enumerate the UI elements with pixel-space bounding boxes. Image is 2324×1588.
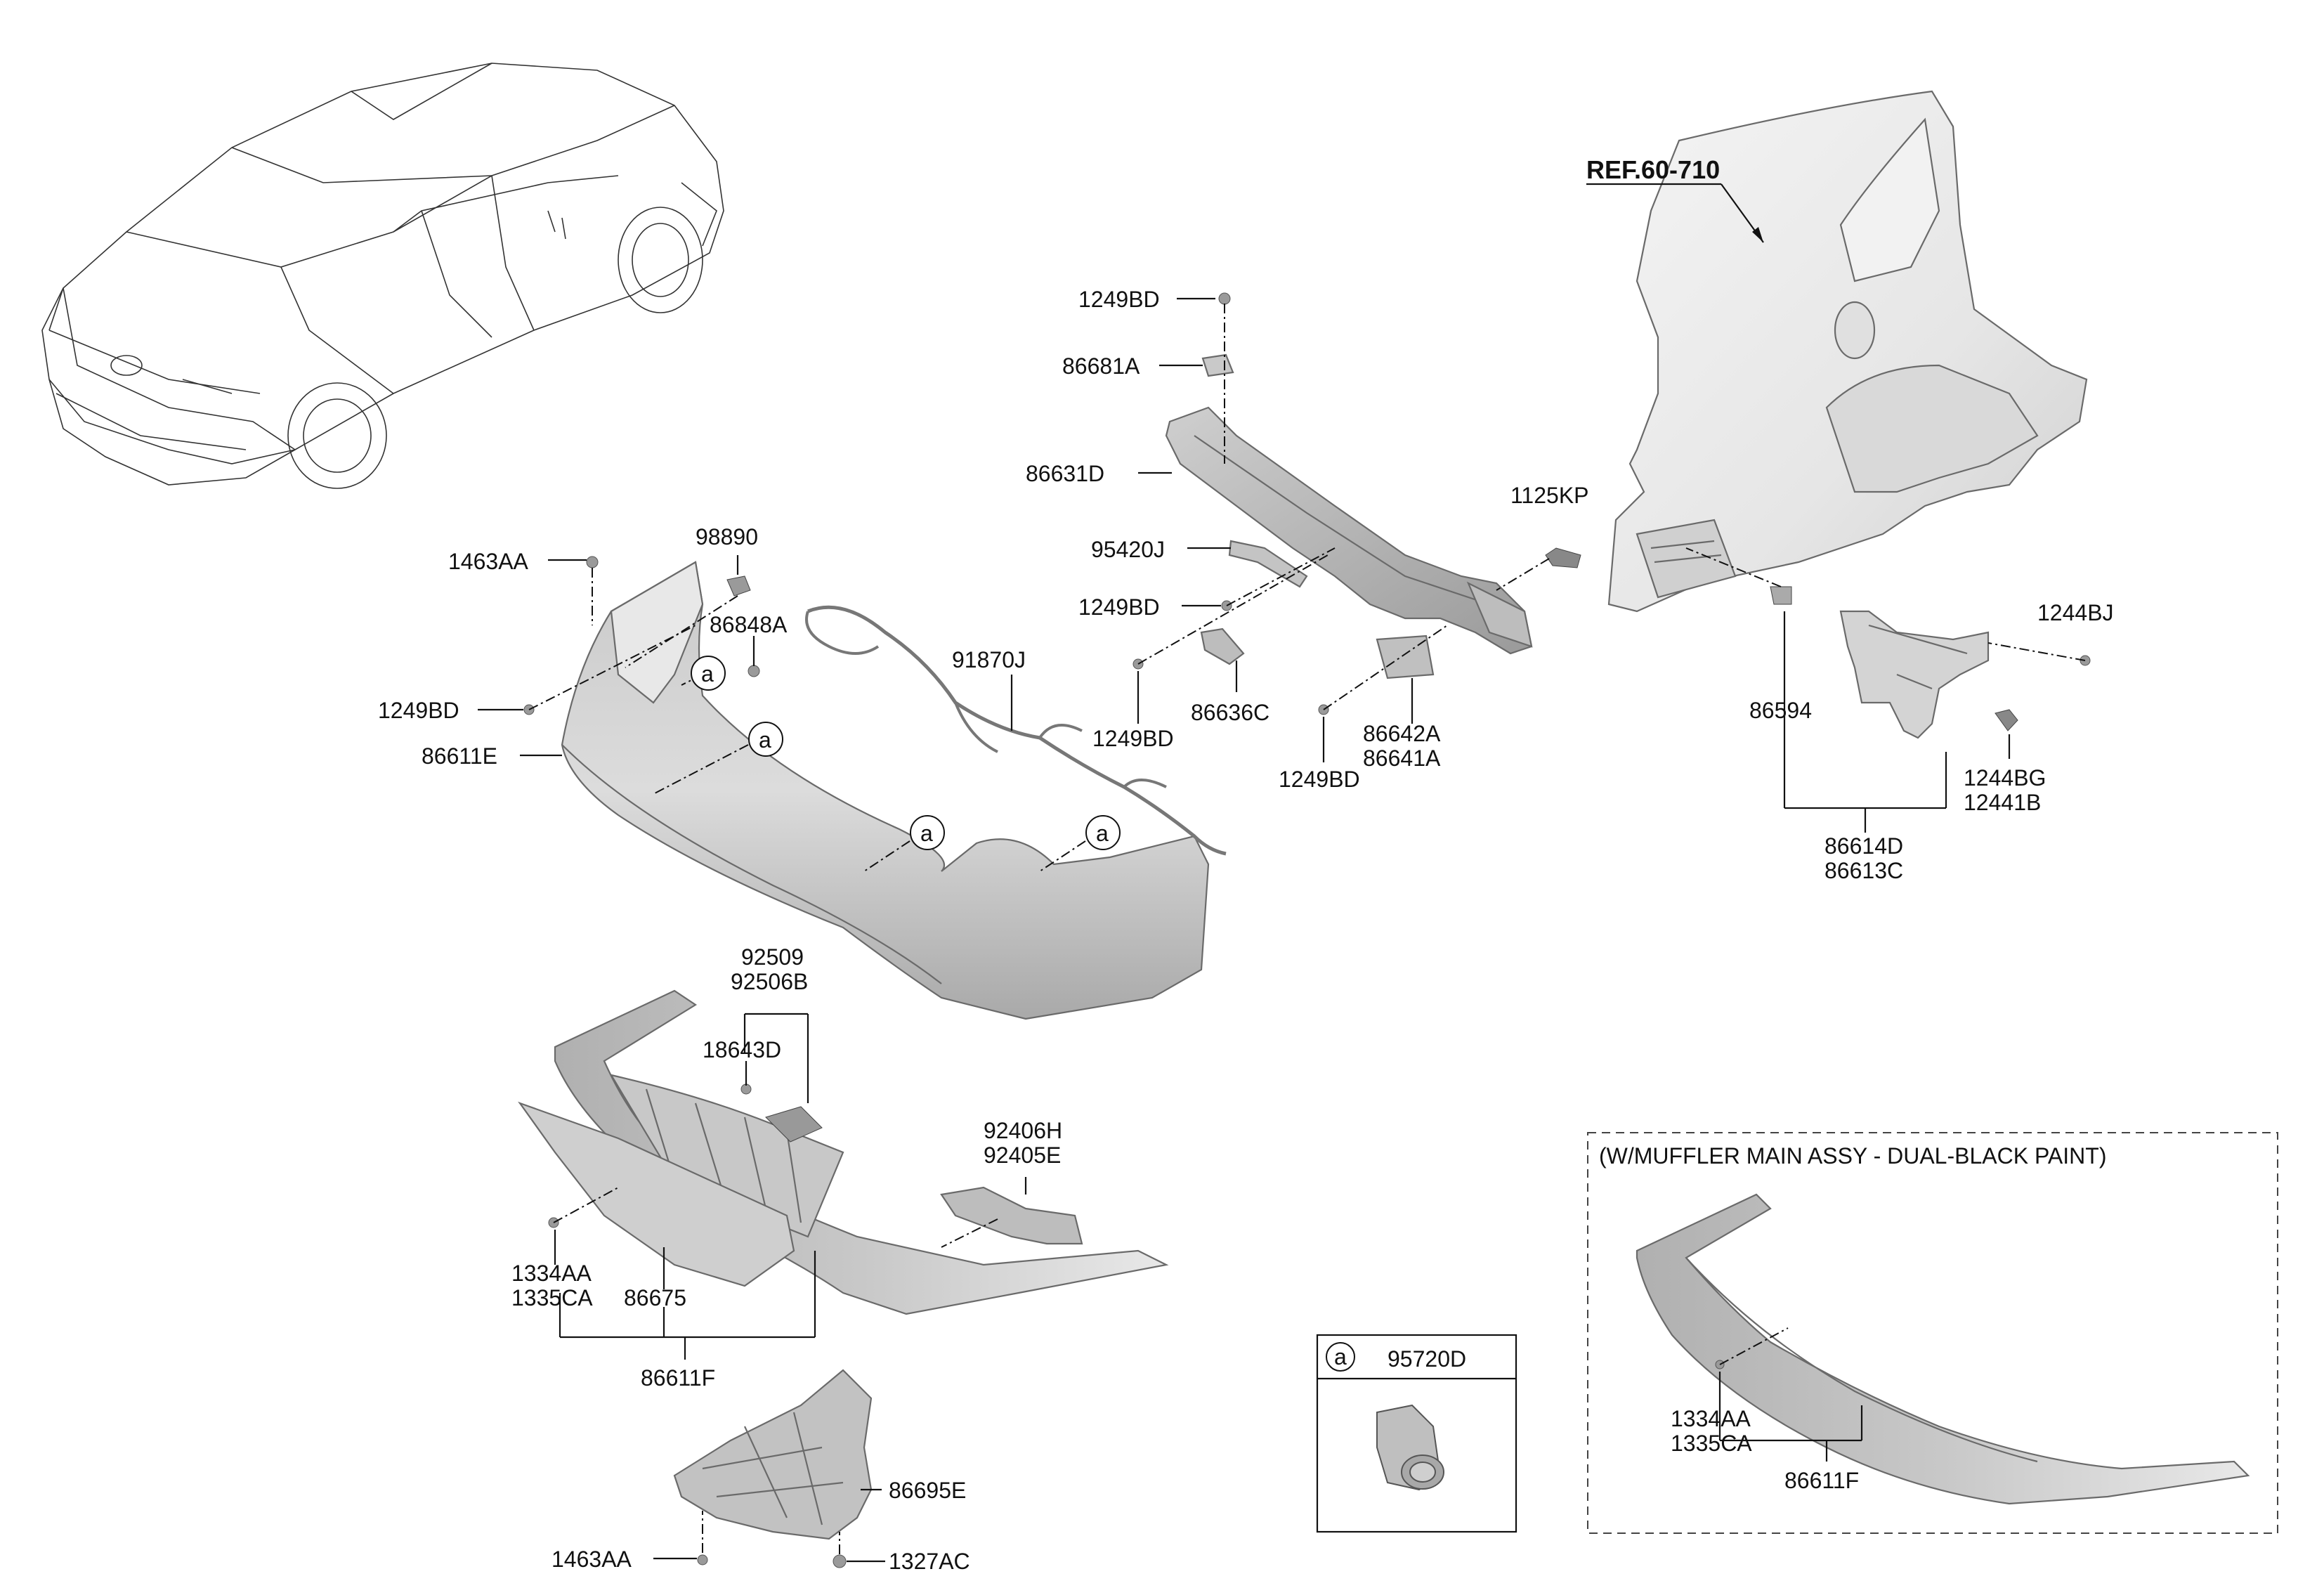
- callout-marker-4: a: [1085, 815, 1121, 850]
- vehicle-overview-illustration: [41, 63, 724, 489]
- bracket-86636C: [1200, 627, 1245, 665]
- label-1125KP: 1125KP: [1510, 483, 1589, 508]
- label-86631D: 86631D: [1026, 461, 1104, 486]
- label-98890: 98890: [696, 524, 758, 549]
- label-86611E: 86611E: [422, 743, 497, 769]
- label-86681A: 86681A: [1062, 353, 1140, 379]
- sensor-part-label: 95720D: [1388, 1346, 1466, 1372]
- svg-text:a: a: [920, 821, 933, 846]
- label-1335CA: 1335CA: [511, 1285, 593, 1310]
- reflector-92406H: [940, 1186, 1083, 1245]
- label-86613C: 86613C: [1824, 858, 1903, 883]
- sensor-callout-marker: a: [1334, 1344, 1347, 1369]
- svg-text:a: a: [759, 727, 771, 753]
- label-92406H: 92406H: [984, 1118, 1062, 1143]
- license-lamp-92509: [765, 1106, 823, 1143]
- undercover-86695E: [673, 1369, 873, 1540]
- svg-text:a: a: [701, 661, 714, 686]
- lower-diffuser-86611F: [554, 989, 1169, 1315]
- bumper-beam-86631D: [1165, 406, 1533, 655]
- label-1249BD: 1249BD: [1279, 767, 1360, 792]
- variant-box: [1587, 1132, 2278, 1534]
- label-86848A: 86848A: [710, 612, 788, 637]
- label-18643D: 18643D: [703, 1037, 781, 1062]
- label-86641A: 86641A: [1363, 746, 1441, 771]
- label-86675: 86675: [624, 1285, 686, 1310]
- label-86614D: 86614D: [1824, 833, 1903, 859]
- parking-sensor-95720D: [1376, 1404, 1444, 1491]
- label-92509: 92509: [741, 944, 804, 970]
- label-1327AC: 1327AC: [889, 1549, 970, 1574]
- label-1334AA-variant: 1334AA: [1671, 1406, 1751, 1431]
- svg-text:a: a: [1096, 821, 1109, 846]
- bumper-cover-86611E: [561, 561, 1210, 1020]
- bracket-95420J: [1228, 540, 1308, 588]
- bolt-1125KP: [1545, 547, 1581, 568]
- label-86594: 86594: [1749, 698, 1812, 723]
- reference-label: REF.60-710: [1586, 155, 1720, 184]
- label-1249BD: 1249BD: [1078, 594, 1160, 620]
- label-86636C: 86636C: [1191, 700, 1269, 725]
- label-86611F-variant: 86611F: [1784, 1468, 1859, 1493]
- label-1249BD: 1249BD: [1078, 287, 1160, 312]
- wiring-harness-91870J: [807, 605, 1227, 856]
- side-bracket-86614D: [1839, 610, 1990, 739]
- label-1463AA: 1463AA: [448, 549, 529, 574]
- label-86695E: 86695E: [889, 1478, 966, 1503]
- label-1335CA-variant: 1335CA: [1671, 1431, 1752, 1456]
- bracket-86681A: [1201, 353, 1234, 377]
- sensor-callout-box: [1316, 1334, 1517, 1533]
- part-98890: [726, 575, 751, 597]
- trim-plate-86675: [518, 1101, 795, 1287]
- label-1244BG: 1244BG: [1964, 765, 2046, 790]
- label-86642A: 86642A: [1363, 721, 1441, 746]
- clip-86594: [1770, 586, 1792, 605]
- label-1249BD: 1249BD: [378, 698, 459, 723]
- screw-1249BD-top: [1218, 292, 1231, 305]
- callout-marker-3: a: [910, 815, 945, 850]
- label-91870J: 91870J: [952, 647, 1026, 672]
- label-92506B: 92506B: [731, 969, 808, 994]
- label-92405E: 92405E: [984, 1143, 1061, 1168]
- label-1249BD: 1249BD: [1092, 726, 1174, 751]
- callout-marker-2: a: [748, 722, 783, 757]
- variant-diffuser-86611F: [1636, 1193, 2250, 1505]
- label-1334AA: 1334AA: [511, 1261, 592, 1286]
- callout-marker-1: a: [691, 656, 726, 691]
- screw-1244BG: [1995, 709, 2018, 731]
- variant-title: (W/MUFFLER MAIN ASSY - DUAL-BLACK PAINT): [1599, 1143, 2106, 1169]
- label-12441B: 12441B: [1964, 790, 2041, 815]
- label-86611F: 86611F: [641, 1365, 715, 1391]
- label-1244BJ: 1244BJ: [2037, 600, 2114, 625]
- label-1463AA: 1463AA: [551, 1547, 632, 1572]
- bracket-86642A: [1376, 634, 1435, 679]
- quarter-panel-reference: [1607, 90, 2088, 613]
- label-95420J: 95420J: [1091, 537, 1165, 562]
